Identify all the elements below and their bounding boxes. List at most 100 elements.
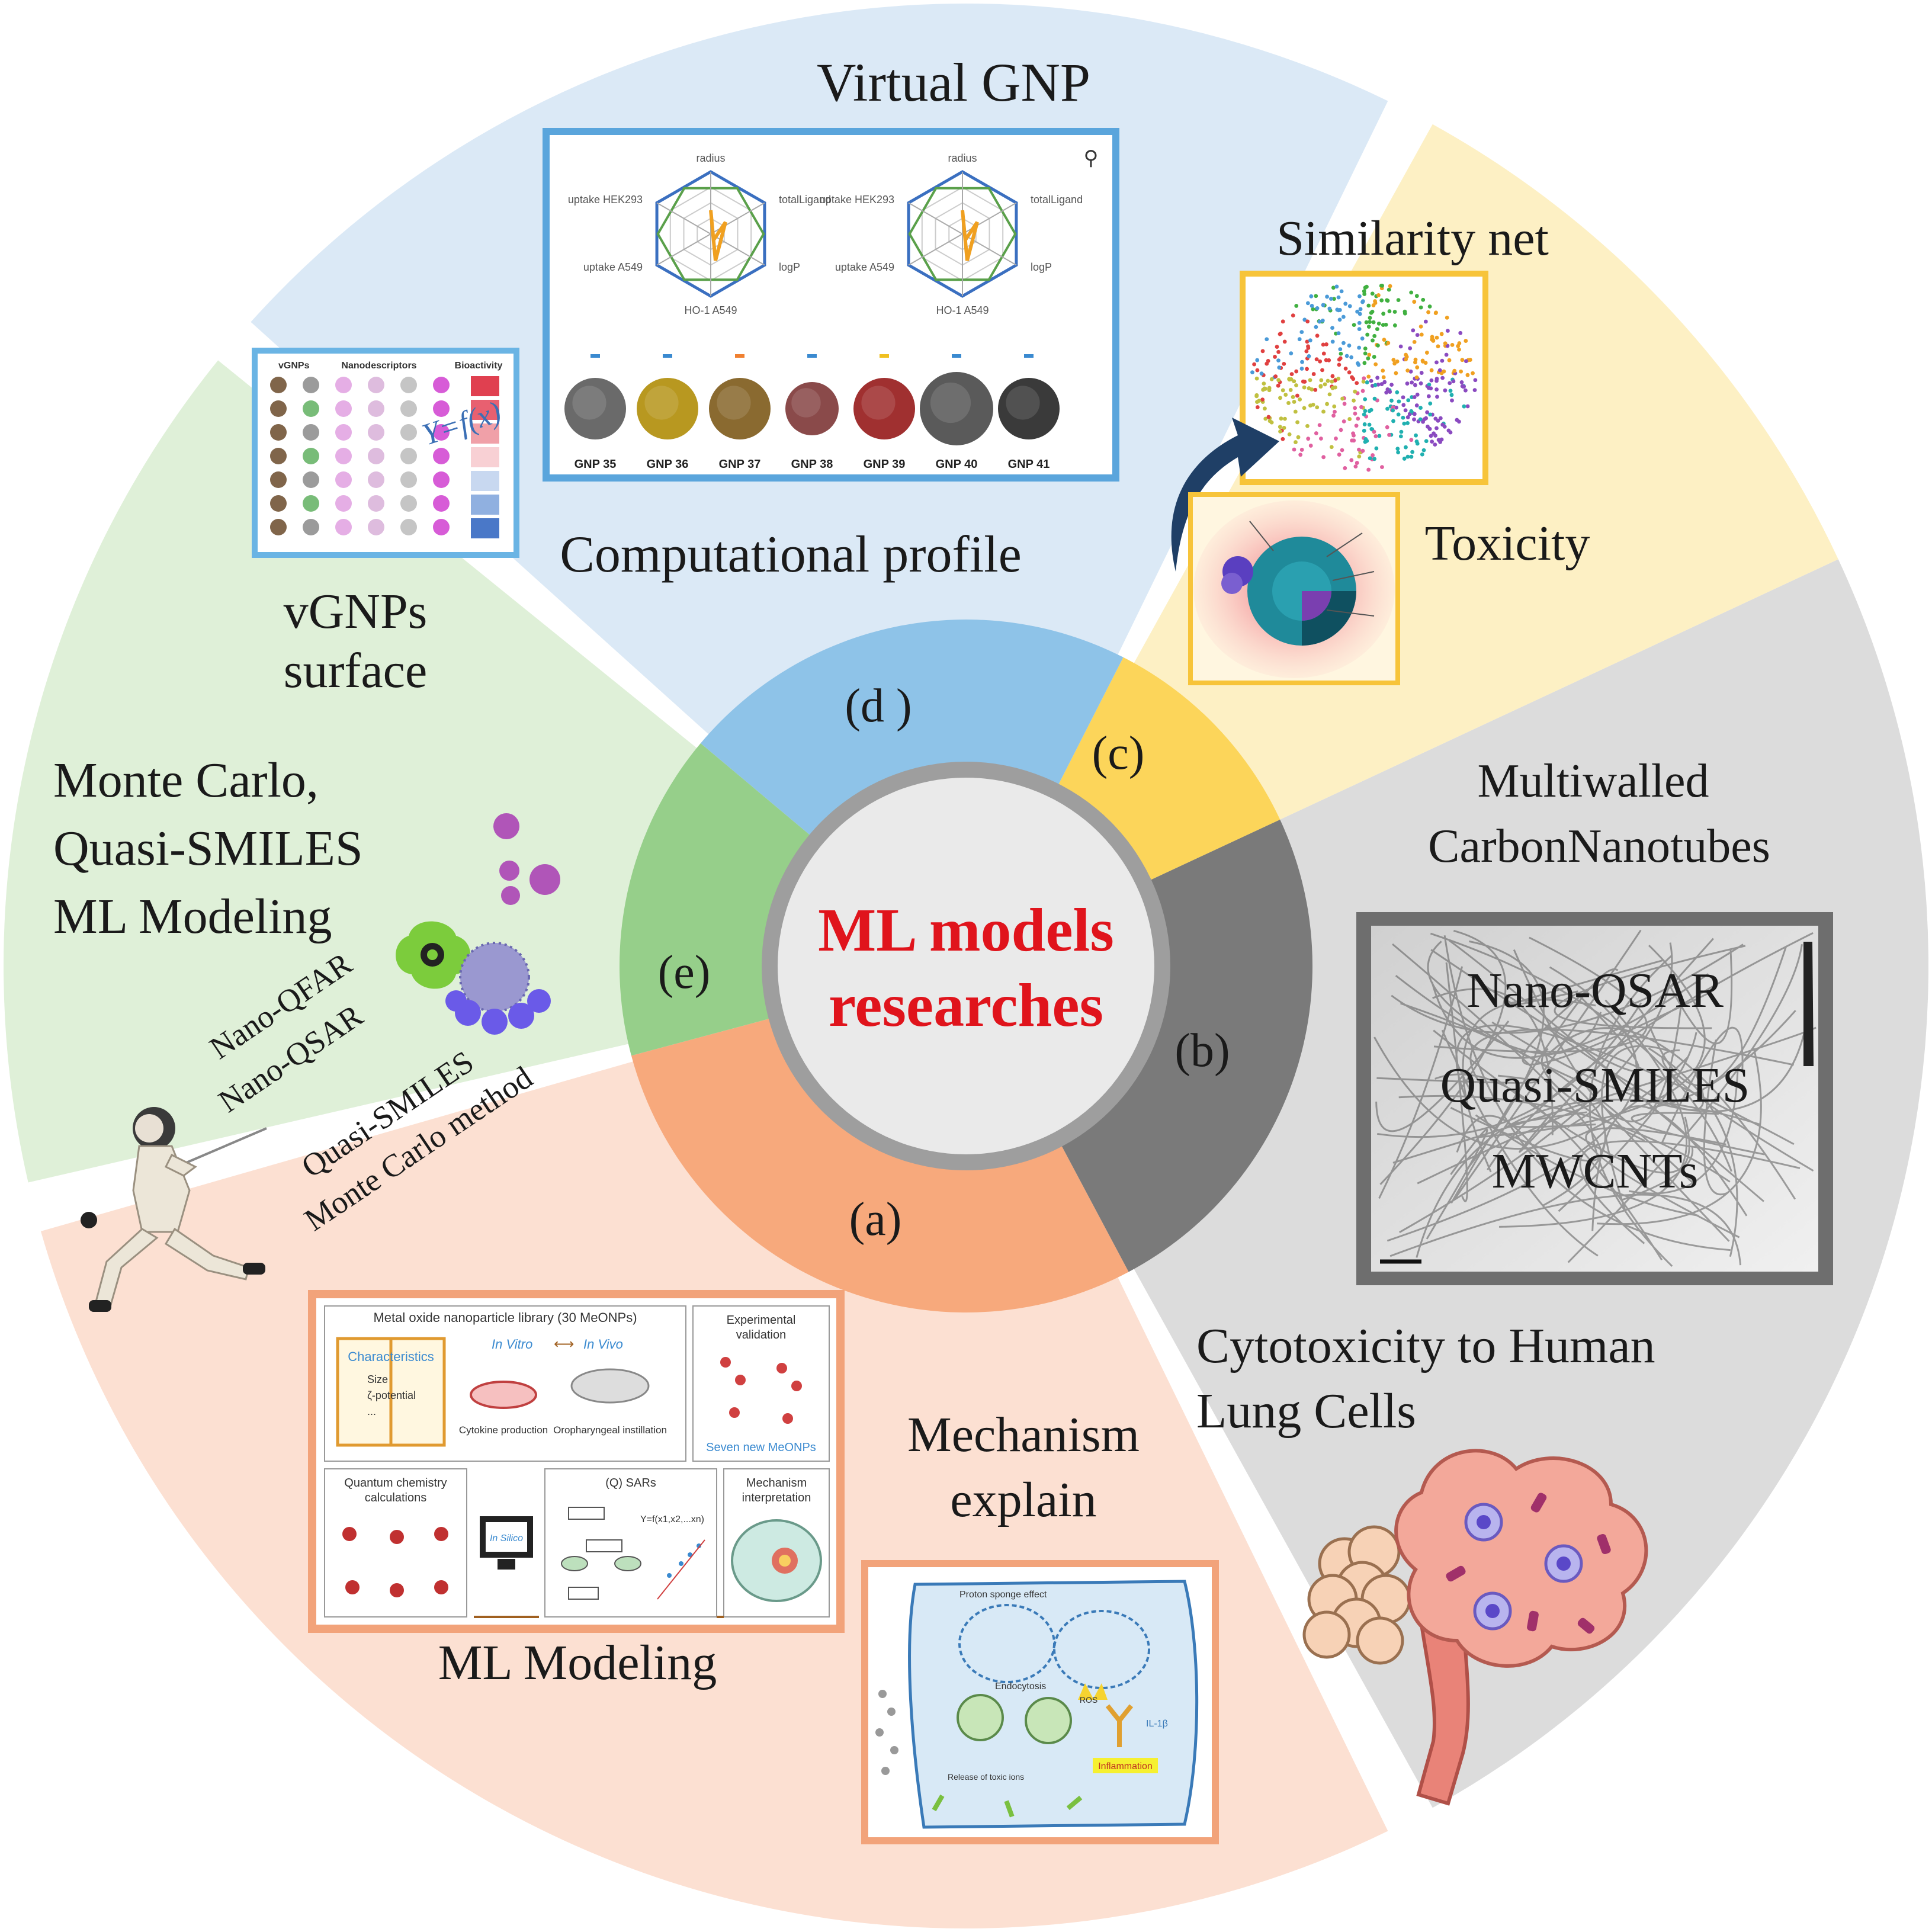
library-invitro: In Vitro — [492, 1337, 532, 1352]
library-item-2: ζ-potential — [367, 1389, 416, 1401]
radar-axis-label: radius — [948, 152, 977, 164]
multiwalled-label: Multiwalled — [1477, 755, 1709, 807]
gnp-particle — [709, 378, 771, 439]
mech-proton-sponge: Proton sponge effect — [959, 1590, 1047, 1600]
explain-label: explain — [950, 1472, 1096, 1527]
gnp-label: GNP 40 — [936, 458, 978, 471]
library-validation: validation — [736, 1328, 787, 1342]
fencer-figure — [81, 1107, 267, 1312]
gnp-particle — [998, 378, 1060, 439]
gnp-marker — [590, 354, 600, 358]
nano-qsar-b-label: Nano-QSAR — [1466, 963, 1724, 1018]
mech-il1b: IL-1β — [1146, 1719, 1168, 1729]
library-calculations: calculations — [365, 1491, 427, 1504]
tag-e: (e) — [658, 946, 711, 999]
mechanism-panel: Proton sponge effect Endocytosis ROS IL-… — [861, 1560, 1219, 1844]
gnp-marker — [663, 354, 672, 358]
center-title-line1: ML models — [818, 896, 1114, 964]
gnp-label: GNP 36 — [647, 458, 689, 471]
radar-panel: ⚲ radius totalLigand logP HO-1 A549 uptake A… — [543, 128, 1119, 482]
library-interpretation: interpretation — [742, 1491, 811, 1504]
mech-inflammation: Inflammation — [1098, 1761, 1153, 1771]
mech-release: Release of toxic ions — [948, 1772, 1024, 1782]
vgnps-label: vGNPs — [284, 584, 428, 639]
lung-cells-label: Lung Cells — [1196, 1384, 1416, 1439]
center-circle — [778, 778, 1154, 1154]
library-characteristics: Characteristics — [348, 1349, 434, 1364]
radar-axis-label: radius — [696, 152, 725, 164]
meonps-library-panel: Metal oxide nanoparticle library (30 MeO… — [308, 1290, 845, 1633]
radar-axis-label: HO-1 A549 — [936, 304, 989, 316]
tag-a: (a) — [849, 1193, 902, 1246]
tag-d: (d ) — [845, 680, 912, 732]
gnp-marker — [880, 354, 889, 358]
radar-axis-label: uptake HEK293 — [820, 194, 894, 206]
nanotube-texture — [1373, 929, 1817, 1267]
radar-axis-label: totalLigand — [1031, 194, 1083, 206]
quasi-smiles-b-label: Quasi-SMILES — [1440, 1058, 1750, 1113]
library-cytokine: Cytokine production — [459, 1424, 548, 1436]
vgnps-table-panel: vGNPs Nanodescriptors Bioactivity Y=f(x) — [252, 348, 519, 558]
similarity-scatter — [1250, 283, 1478, 472]
gnp-particle — [920, 372, 993, 445]
mech-ros: ROS — [1080, 1695, 1097, 1705]
surface-label: surface — [284, 643, 427, 698]
svg-text:⟷: ⟷ — [554, 1337, 574, 1352]
tag-c: (c) — [1092, 727, 1145, 779]
svg-text:⚲: ⚲ — [1084, 147, 1099, 169]
nanotubes-image-panel — [1356, 912, 1833, 1285]
cell-cluster-icon — [445, 942, 551, 1035]
gnp-particle — [785, 382, 839, 435]
radar-axis-label: logP — [779, 261, 800, 273]
library-mechanism: Mechanism — [746, 1477, 807, 1490]
table-header-vgnps: vGNPs — [278, 361, 310, 371]
gnp-marker — [807, 354, 817, 358]
inner-sector-d — [700, 620, 1124, 840]
molecules-icon — [493, 813, 560, 905]
gnp-label: GNP 41 — [1008, 458, 1050, 471]
toxicity-panel — [1188, 492, 1400, 685]
carbonnanotubes-label: CarbonNanotubes — [1428, 820, 1770, 872]
vgnps-grid — [270, 376, 499, 538]
library-insilico: In Silico — [490, 1533, 523, 1543]
gnp-label: GNP 38 — [791, 458, 833, 471]
gnp-marker — [952, 354, 961, 358]
radar-axis-label: uptake HEK293 — [568, 194, 643, 206]
radar-axis-label: logP — [1031, 261, 1052, 273]
table-header-nanodescriptors: Nanodescriptors — [341, 361, 416, 371]
virtual-gnp-label: Virtual GNP — [817, 52, 1090, 113]
curved-arrow-icon — [1171, 418, 1279, 572]
lung-illustration — [1302, 1449, 1648, 1806]
library-invivo: In Vivo — [583, 1337, 623, 1352]
library-title: Metal oxide nanoparticle library (30 MeO… — [373, 1310, 637, 1325]
library-experimental: Experimental — [727, 1314, 796, 1327]
gnp-label: GNP 39 — [864, 458, 906, 471]
inner-sector-b — [1057, 819, 1312, 1272]
gnp-marker — [1024, 354, 1034, 358]
quasi-smiles-e-label: Quasi-SMILES — [53, 821, 363, 876]
radar-axis-label: uptake A549 — [583, 261, 643, 273]
toxicity-label: Toxicity — [1425, 516, 1590, 571]
similarity-net-label: Similarity net — [1276, 211, 1549, 266]
mechanism-label: Mechanism — [907, 1407, 1140, 1462]
radar-axis-label: HO-1 A549 — [684, 304, 737, 316]
ml-modeling-a-label: ML Modeling — [438, 1635, 717, 1690]
radar-axis-label: uptake A549 — [835, 261, 894, 273]
library-item-1: Size — [367, 1373, 388, 1385]
ml-modeling-e-label: ML Modeling — [53, 889, 332, 944]
gnp-particle — [637, 378, 698, 439]
center-title-line2: researches — [829, 971, 1103, 1039]
library-formula: Y=f(x1,x2,...xn) — [640, 1514, 704, 1525]
gnp-particle — [853, 378, 915, 439]
radar-chart-right: radius totalLigand logP HO-1 A549 uptake A54… — [820, 152, 1083, 316]
monte-carlo-label: Monte Carlo, — [53, 753, 319, 808]
library-seven-new: Seven new MeONPs — [706, 1441, 816, 1454]
table-header-bioactivity: Bioactivity — [455, 361, 503, 371]
library-qsars: (Q) SARs — [605, 1477, 656, 1490]
virus-icon — [396, 921, 471, 989]
gnp-marker — [735, 354, 744, 358]
inner-sector-a — [631, 1016, 1129, 1313]
